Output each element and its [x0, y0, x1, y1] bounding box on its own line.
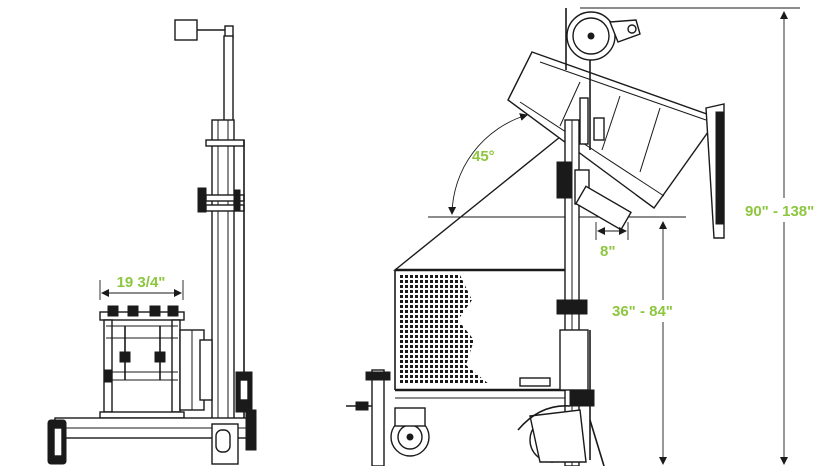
tipped-bin [507, 8, 725, 239]
angle-dimension: 45° [448, 113, 528, 215]
total-height-label: 90" - 138" [745, 203, 814, 220]
height-dimension: 36" - 84" [606, 221, 706, 465]
offset-dimension: 8" [595, 222, 629, 260]
front-carriage [99, 305, 213, 419]
height-label: 36" - 84" [612, 303, 673, 320]
front-base [47, 371, 257, 465]
hopper-frame [393, 136, 576, 399]
main-mast [211, 119, 235, 421]
upper-mast [223, 35, 234, 123]
width-dimension: 19 3/4" [99, 274, 184, 300]
side-mast [556, 97, 632, 466]
total-height-dimension: 90" - 138" [580, 7, 825, 465]
offset-label: 8" [600, 243, 615, 260]
side-view: 45° [346, 7, 825, 466]
angle-label: 45° [472, 148, 495, 165]
side-base [346, 369, 605, 466]
front-view: 19 3/4" [47, 19, 257, 465]
width-label: 19 3/4" [117, 274, 166, 291]
top-handle-block [174, 19, 198, 41]
